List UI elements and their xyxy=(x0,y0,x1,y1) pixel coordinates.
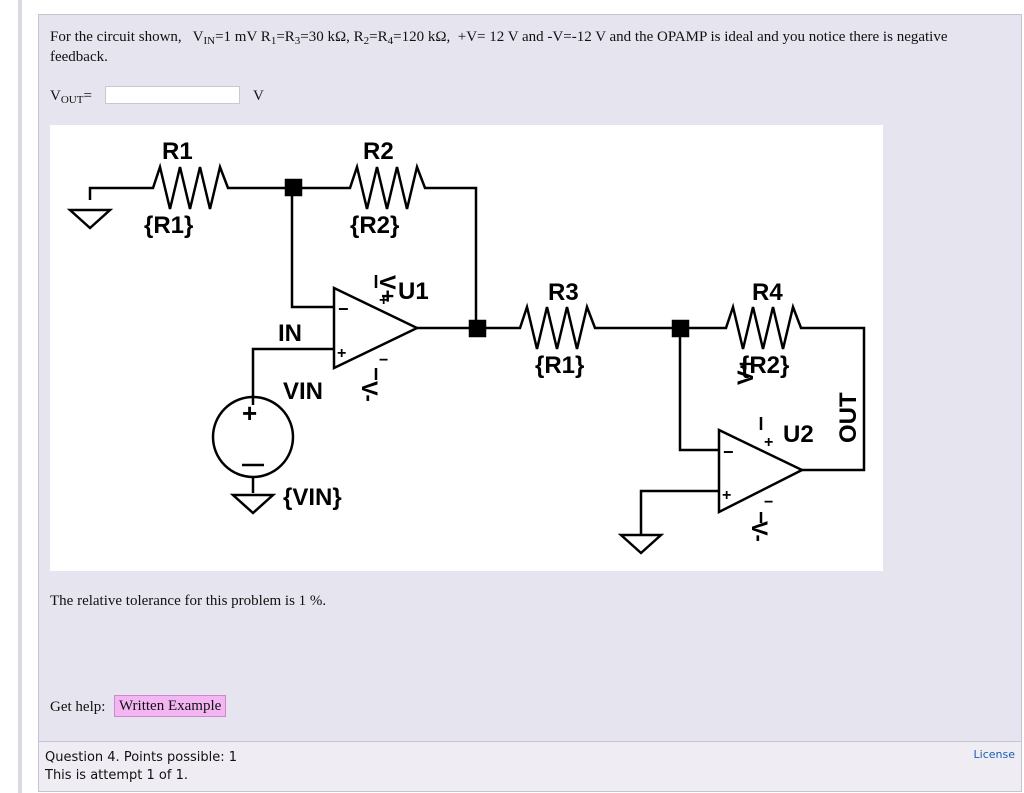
u2-vminus: V- xyxy=(747,521,772,542)
resistor-r1 xyxy=(145,162,292,210)
svg-text:−: − xyxy=(723,442,734,462)
resistor-r4 xyxy=(680,302,866,472)
svg-text:+: + xyxy=(722,487,731,504)
u2-vplus: V+ xyxy=(733,357,758,385)
question-prefix: For the circuit shown, xyxy=(50,29,182,45)
unit-label: V xyxy=(253,88,264,104)
written-example-button[interactable]: Written Example xyxy=(114,695,227,717)
question-info: Question 4. Points possible: 1 xyxy=(45,750,238,765)
u1-label: U1 xyxy=(398,278,429,305)
in-label: IN xyxy=(278,320,302,347)
svg-text:+: + xyxy=(242,398,257,428)
r2-name: R2 xyxy=(363,138,394,165)
r1-value: {R1} xyxy=(144,212,193,239)
resistor-r2 xyxy=(292,162,478,328)
u1-vplus: V+ xyxy=(375,275,400,303)
question-suffix: +V= 12 V and -V=-12 V and the OPAMP is i… xyxy=(50,29,948,65)
r4-value: {R2} xyxy=(740,352,789,379)
u1-vminus: V- xyxy=(357,381,382,402)
question-footer: Question 4. Points possible: 1 This is a… xyxy=(38,742,1022,792)
opamp-u1 xyxy=(332,286,420,370)
svg-text:−: − xyxy=(379,352,388,369)
ground-symbol-left xyxy=(66,186,145,230)
r3-value: {R1} xyxy=(535,352,584,379)
tolerance-text: The relative tolerance for this problem … xyxy=(50,593,327,609)
r1-name: R1 xyxy=(162,138,193,165)
r2-value: {R2} xyxy=(350,212,399,239)
svg-text:−: − xyxy=(764,494,773,511)
resistor-r3 xyxy=(476,302,680,350)
vin-value: {VIN} xyxy=(283,484,342,511)
vout-label: VOUT= xyxy=(50,88,92,106)
svg-text:+: + xyxy=(764,434,773,451)
ground-symbol-vin xyxy=(229,493,277,515)
vout-answer-input[interactable] xyxy=(105,86,240,104)
circuit-diagram: R1 {R1} R2 {R2} − + + − U1 V+ V- IN V xyxy=(50,125,883,571)
get-help-label: Get help: xyxy=(50,699,106,715)
opamp-u2 xyxy=(717,428,805,515)
ground-symbol-right xyxy=(617,533,665,555)
svg-text:+: + xyxy=(337,345,346,362)
out-label: OUT xyxy=(835,392,862,443)
svg-text:−: − xyxy=(338,299,349,319)
r3-name: R3 xyxy=(548,279,579,306)
attempt-info: This is attempt 1 of 1. xyxy=(45,768,188,783)
question-panel: For the circuit shown, VIN=1 mV R1=R3=30… xyxy=(38,14,1022,742)
left-margin-bar xyxy=(0,0,22,793)
svg-text:+: + xyxy=(379,292,388,309)
vin-label: VIN xyxy=(283,378,323,405)
question-text: For the circuit shown, VIN=1 mV R1=R3=30… xyxy=(50,29,948,65)
u2-label: U2 xyxy=(783,421,814,448)
license-link[interactable]: License xyxy=(973,748,1015,761)
r4-name: R4 xyxy=(752,279,783,306)
